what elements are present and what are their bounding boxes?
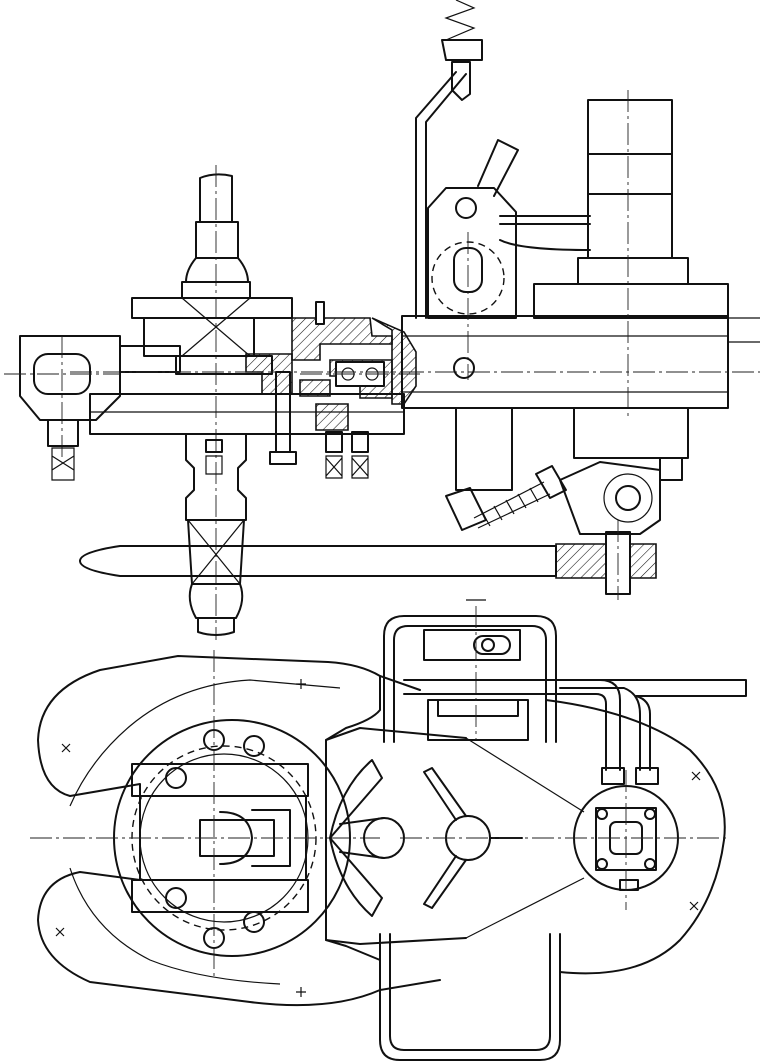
left-clamp [4, 335, 121, 481]
star-knob [329, 759, 405, 917]
pipe-run [403, 679, 747, 785]
lower-handle [379, 933, 561, 1061]
top-plan-view [30, 599, 747, 1061]
front-section-view [4, 0, 760, 640]
lower-spindle [185, 433, 247, 636]
base-plate-outline [37, 655, 381, 1007]
upper-handle [383, 606, 557, 743]
lower-right-mechanism [445, 407, 689, 535]
right-flange [400, 770, 730, 910]
mounting-marks [55, 599, 701, 997]
turntable [30, 650, 380, 980]
upper-spindle [185, 165, 249, 640]
fork-arm [79, 520, 657, 600]
spring-lever [415, 0, 483, 319]
sectioned-coupling [245, 301, 420, 431]
motor-block [533, 90, 729, 420]
lower-bolts [205, 371, 369, 479]
pivot-bracket [427, 139, 591, 380]
clutch-housing [119, 281, 293, 375]
